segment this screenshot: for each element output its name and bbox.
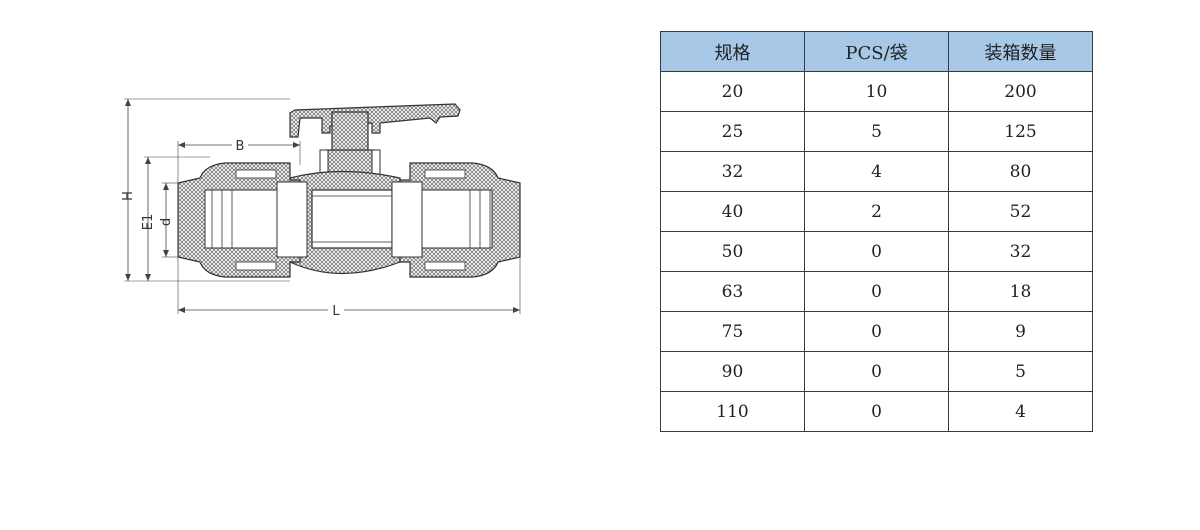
table-header-row: 规格 PCS/袋 装箱数量 [660,31,1093,72]
table-row: 32 4 80 [660,151,1093,192]
cell-box-quantity: 200 [948,71,1093,112]
table-row: 75 0 9 [660,311,1093,352]
dimension-label-h: H [121,191,136,201]
cell-pcs-per-bag: 0 [804,351,949,392]
header-pcs-per-bag: PCS/袋 [804,31,949,72]
cell-pcs-per-bag: 2 [804,191,949,232]
dimension-label-d: d [159,218,174,226]
table-row: 63 0 18 [660,271,1093,312]
table-row: 40 2 52 [660,191,1093,232]
cell-box-quantity: 4 [948,391,1093,432]
table-row: 110 0 4 [660,391,1093,432]
valve-handle [289,103,461,153]
dimension-d: d [159,182,178,258]
cell-spec: 75 [660,311,805,352]
ball-valve-section-drawing: H E1 d B L [121,98,521,319]
cell-spec: 25 [660,111,805,152]
packing-spec-table: 规格 PCS/袋 装箱数量 20 10 200 25 5 125 32 4 80… [660,31,1093,432]
table-row: 50 0 32 [660,231,1093,272]
dimension-b: B [177,139,301,183]
cell-spec: 90 [660,351,805,392]
dimension-label-e1: E1 [141,214,156,231]
cell-box-quantity: 5 [948,351,1093,392]
dimension-l: L [177,257,521,319]
cell-pcs-per-bag: 0 [804,391,949,432]
header-spec: 规格 [660,31,805,72]
cell-pcs-per-bag: 0 [804,271,949,312]
cell-spec: 110 [660,391,805,432]
header-box-quantity: 装箱数量 [948,31,1093,72]
left-union-body [177,162,308,278]
cell-box-quantity: 9 [948,311,1093,352]
cell-spec: 40 [660,191,805,232]
cell-box-quantity: 32 [948,231,1093,272]
cell-spec: 50 [660,231,805,272]
table-row: 90 0 5 [660,351,1093,392]
cell-pcs-per-bag: 4 [804,151,949,192]
dimension-h: H [121,98,290,282]
table-row: 20 10 200 [660,71,1093,112]
cell-spec: 32 [660,151,805,192]
cell-spec: 20 [660,71,805,112]
cell-box-quantity: 125 [948,111,1093,152]
table-row: 25 5 125 [660,111,1093,152]
dimension-e1: E1 [141,156,210,281]
cell-pcs-per-bag: 0 [804,311,949,352]
right-union-body [391,162,521,278]
dimension-label-b: B [236,139,245,154]
cell-pcs-per-bag: 10 [804,71,949,112]
cell-spec: 63 [660,271,805,312]
cell-pcs-per-bag: 5 [804,111,949,152]
dimension-label-l: L [332,304,340,319]
cell-box-quantity: 52 [948,191,1093,232]
cell-pcs-per-bag: 0 [804,231,949,272]
cell-box-quantity: 80 [948,151,1093,192]
cell-box-quantity: 18 [948,271,1093,312]
